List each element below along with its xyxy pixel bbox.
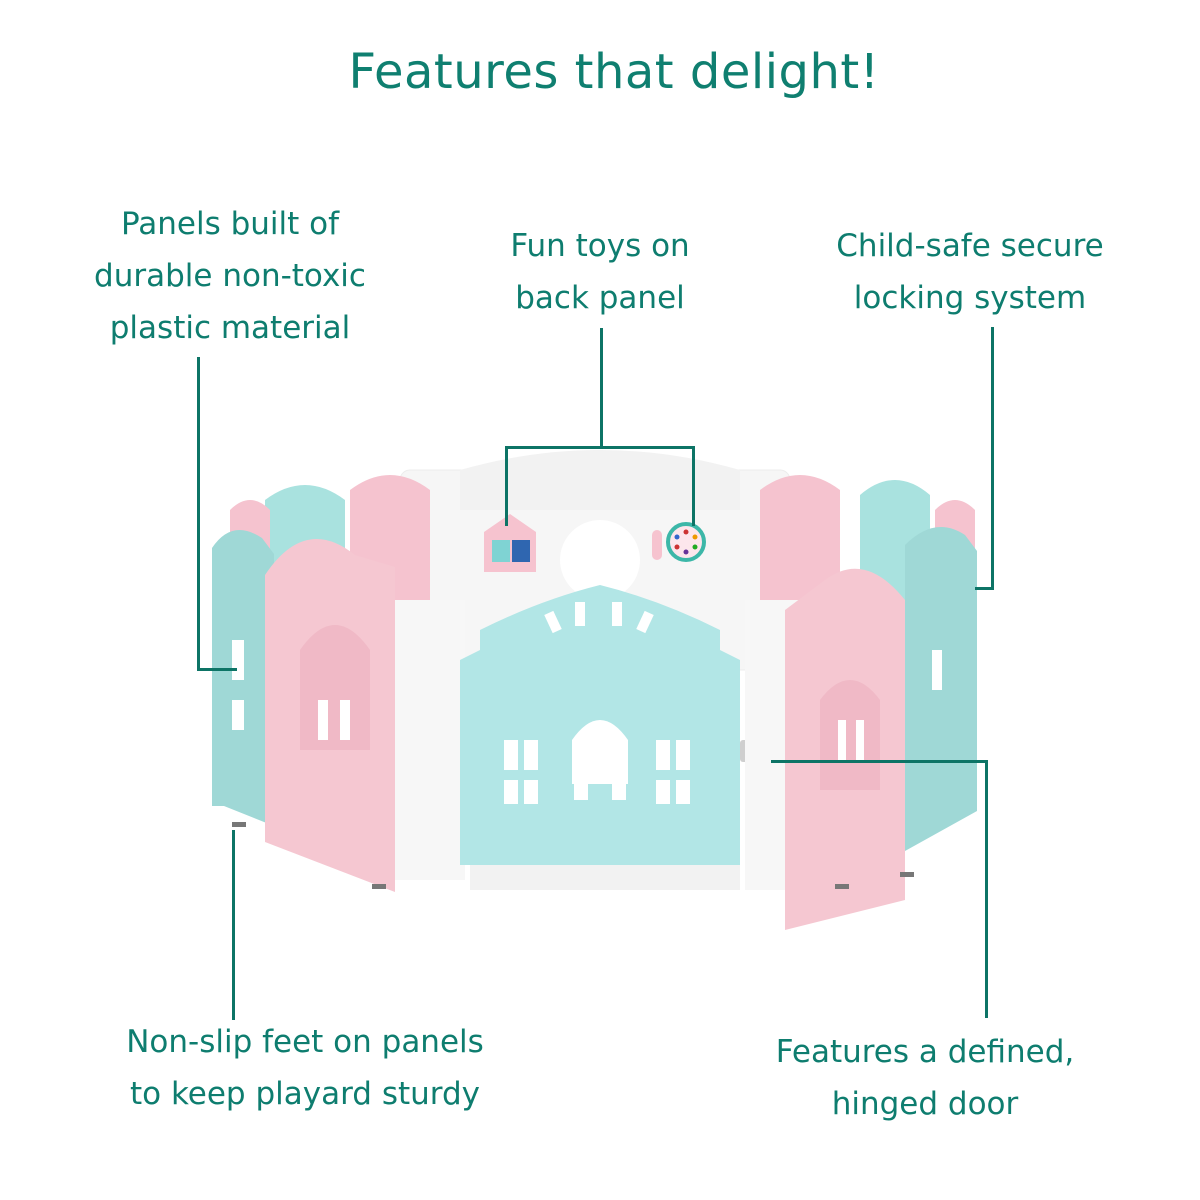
left-panels [212,530,465,892]
leader-line-door-v [985,760,988,1018]
leader-line-panels-v [197,357,200,670]
leader-line-door-h [771,760,987,763]
callout-panels-line-2: durable non-toxic [94,258,366,294]
leader-line-toys-v [600,328,603,448]
right-panels [745,527,977,930]
callout-locking: Child-safe secure locking system [810,220,1130,324]
callout-locking-line-1: Child-safe secure [836,228,1104,264]
callout-toys: Fun toys on back panel [470,220,730,324]
callout-toys-line-2: back panel [515,280,685,316]
callout-feet-line-2: to keep playard sturdy [129,1076,481,1112]
leader-line-panels-h [197,668,237,671]
callout-locking-line-2: locking system [853,280,1087,316]
leader-line-toys-h [505,446,695,449]
callout-door-line-2: hinged door [831,1086,1019,1122]
callout-panels-line-3: plastic material [109,310,351,346]
leader-line-locking-v [991,327,994,589]
page-title: Features that delight! [348,44,880,100]
callout-toys-line-1: Fun toys on [510,228,690,264]
leader-line-toys-left [505,446,508,526]
leader-line-toys-right [692,446,695,526]
abacus-wheel-toy-icon [652,522,706,562]
non-slip-feet [232,822,914,889]
hinged-door[interactable] [460,585,740,890]
callout-feet-line-1: Non-slip feet on panels [126,1024,484,1060]
callout-feet: Non-slip feet on panels to keep playard … [90,1016,520,1120]
house-toy-icon [484,514,536,572]
callout-door-line-1: Features a defined, [775,1034,1075,1070]
leader-line-feet-v [232,830,235,1020]
callout-panels-line-1: Panels built of [120,206,340,242]
callout-panels: Panels built of durable non-toxic plasti… [60,198,400,354]
leader-line-locking-h [975,587,994,590]
callout-door: Features a defined, hinged door [740,1026,1110,1130]
